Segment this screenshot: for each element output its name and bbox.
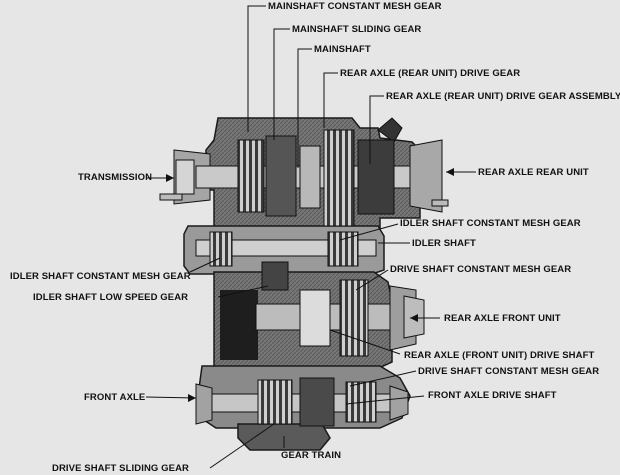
arrow-heads xyxy=(166,168,454,402)
label-mainshaft-sliding-gear: MAINSHAFT SLIDING GEAR xyxy=(292,24,422,35)
label-rear-axle-rear-unit: REAR AXLE REAR UNIT xyxy=(478,167,589,178)
mainshaft-assembly xyxy=(159,129,449,227)
front-axle-shaft-assembly xyxy=(195,377,409,427)
label-front-axle: FRONT AXLE xyxy=(84,392,146,403)
label-rear-axle-drive-gear-assembly: REAR AXLE (REAR UNIT) DRIVE GEAR ASSEMBL… xyxy=(386,91,620,102)
label-idler-shaft-constant-mesh-gear-left: IDLER SHAFT CONSTANT MESH GEAR xyxy=(10,271,191,282)
label-rear-axle-front-unit-drive-shaft: REAR AXLE (FRONT UNIT) DRIVE SHAFT xyxy=(404,350,595,361)
label-gear-train: GEAR TRAIN xyxy=(281,450,342,461)
label-drive-shaft-constant-mesh-gear-upper: DRIVE SHAFT CONSTANT MESH GEAR xyxy=(390,264,572,275)
label-transmission: TRANSMISSION xyxy=(78,172,153,183)
label-idler-shaft-constant-mesh-gear-right: IDLER SHAFT CONSTANT MESH GEAR xyxy=(400,218,581,229)
label-rear-axle-drive-gear: REAR AXLE (REAR UNIT) DRIVE GEAR xyxy=(340,68,521,79)
label-rear-axle-front-unit: REAR AXLE FRONT UNIT xyxy=(444,313,561,324)
label-mainshaft-constant-mesh-gear: MAINSHAFT CONSTANT MESH GEAR xyxy=(268,1,442,12)
label-front-axle-drive-shaft: FRONT AXLE DRIVE SHAFT xyxy=(428,390,557,401)
drive-shaft-assembly xyxy=(255,279,425,357)
label-drive-shaft-constant-mesh-gear-lower: DRIVE SHAFT CONSTANT MESH GEAR xyxy=(418,366,600,377)
label-mainshaft: MAINSHAFT xyxy=(314,44,371,55)
label-idler-shaft: IDLER SHAFT xyxy=(412,238,476,249)
label-drive-shaft-sliding-gear: DRIVE SHAFT SLIDING GEAR xyxy=(52,463,189,474)
leader-lines xyxy=(145,5,476,469)
idler-shaft-assembly xyxy=(195,231,377,291)
label-idler-shaft-low-speed-gear: IDLER SHAFT LOW SPEED GEAR xyxy=(33,292,189,303)
